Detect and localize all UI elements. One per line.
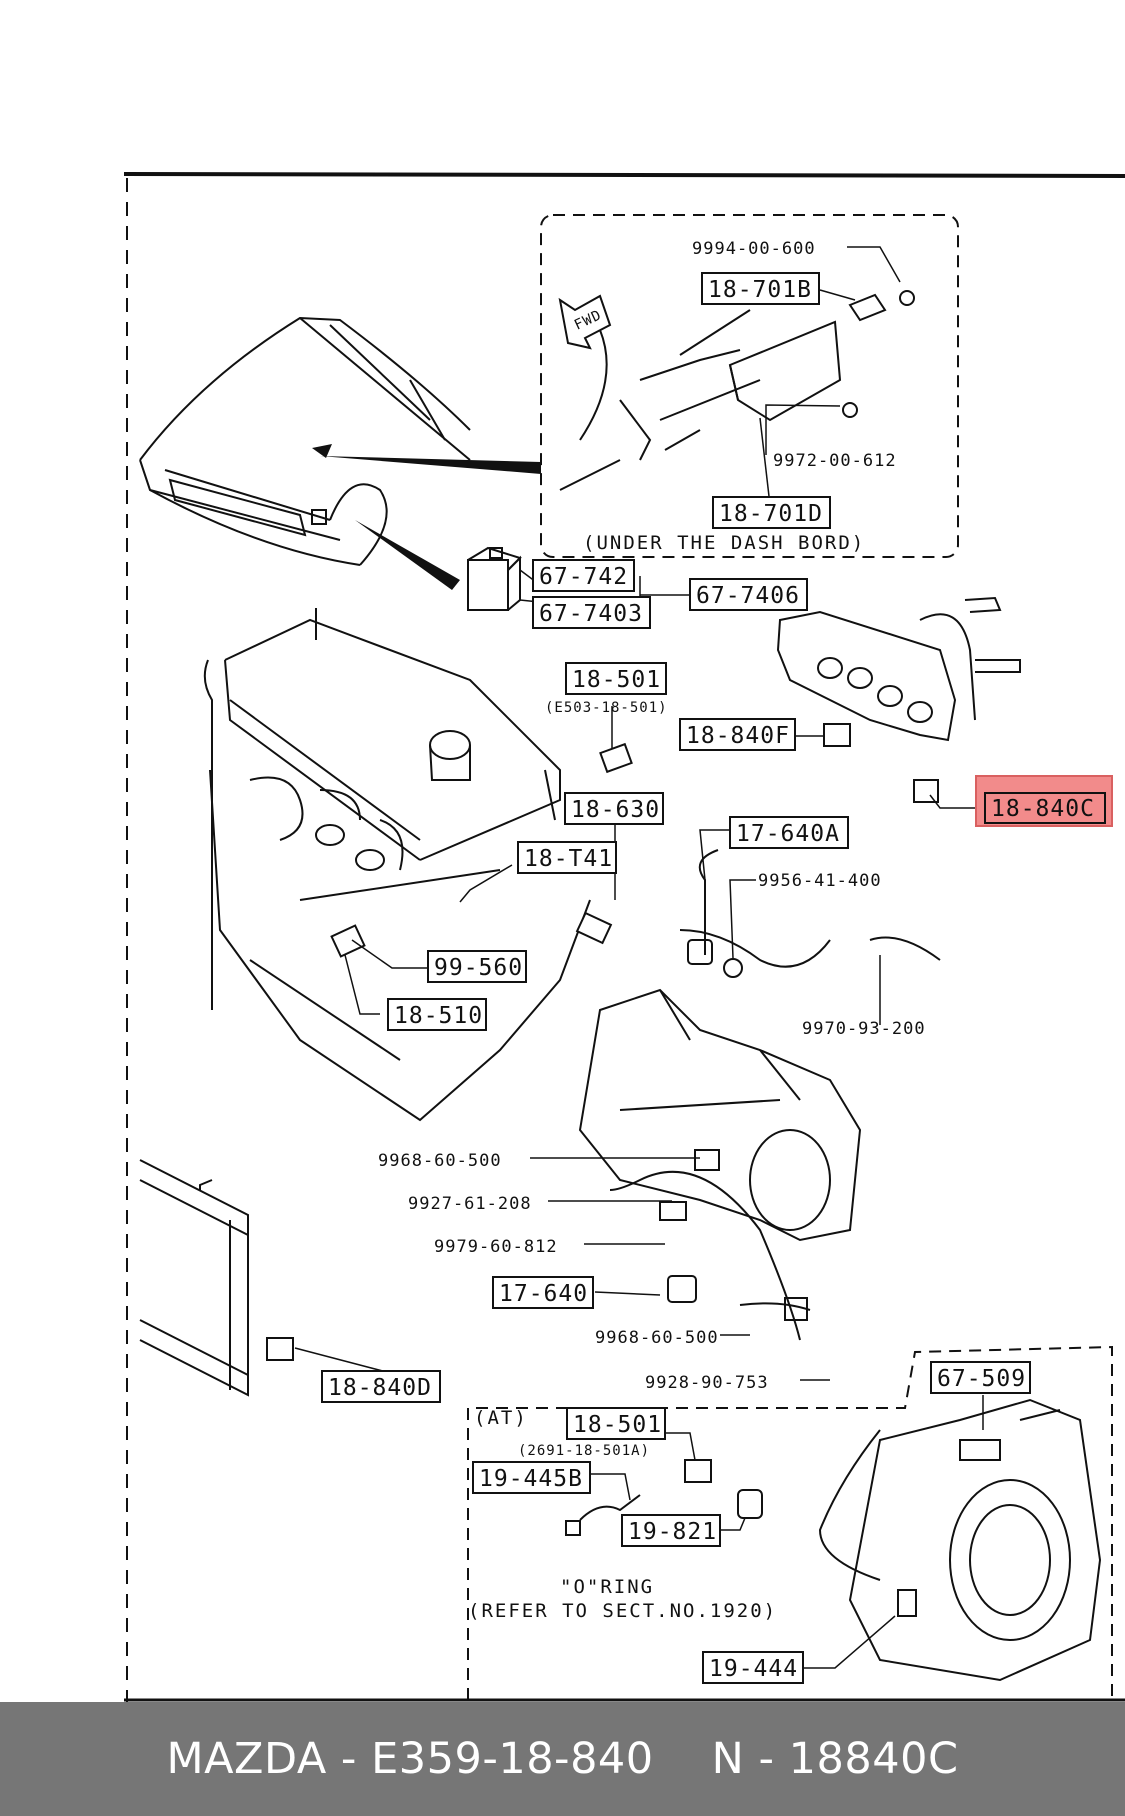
- highlight-18-840C: [975, 775, 1113, 827]
- part-9928-90-753[interactable]: 9928-90-753: [645, 1373, 769, 1393]
- refer-label: (REFER TO SECT.NO.1920): [468, 1600, 777, 1622]
- under-dash-label: (UNDER THE DASH BORD): [583, 532, 865, 554]
- part-19-821[interactable]: 19-821: [628, 1519, 717, 1545]
- part-9979-60-812[interactable]: 9979-60-812: [434, 1237, 558, 1257]
- engine-illustration: [203, 608, 591, 1122]
- oring-label: "O"RING: [560, 1576, 654, 1598]
- part-18-630[interactable]: 18-630: [571, 797, 660, 823]
- control-unit-illustration: [559, 290, 915, 491]
- part-67-742[interactable]: 67-742: [539, 564, 628, 590]
- transmission-illustration: [578, 988, 862, 1242]
- caption-oem-number: MAZDA - E359-18-840: [166, 1734, 654, 1784]
- part-67-7403[interactable]: 67-7403: [539, 601, 643, 627]
- part-18-840F[interactable]: 18-840F: [686, 723, 790, 749]
- part-67-7406[interactable]: 67-7406: [696, 583, 800, 609]
- part-9968-60-500-b[interactable]: 9968-60-500: [595, 1328, 719, 1348]
- radiator-illustration: [139, 1159, 249, 1397]
- part-9956-41-400[interactable]: 9956-41-400: [758, 871, 882, 891]
- manifold-illustration: [776, 596, 1021, 742]
- part-9970-93-200[interactable]: 9970-93-200: [802, 1019, 926, 1039]
- part-18-701B[interactable]: 18-701B: [708, 277, 812, 303]
- part-9972-00-612[interactable]: 9972-00-612: [773, 451, 897, 471]
- part-18-501-at[interactable]: 18-501: [573, 1412, 662, 1438]
- diagram-frame: [123, 172, 1125, 1702]
- at-transmission-illustration: [848, 1398, 1102, 1682]
- fwd-arrow: FWD: [558, 294, 612, 350]
- at-inset: [467, 1345, 1113, 1700]
- part-18-501-alt: (E503-18-501): [545, 700, 668, 716]
- part-18-840D[interactable]: 18-840D: [328, 1375, 432, 1401]
- relay-illustration: [467, 546, 522, 611]
- under-dash-inset: [540, 214, 959, 558]
- part-99-560[interactable]: 99-560: [434, 955, 523, 981]
- part-67-509[interactable]: 67-509: [937, 1366, 1026, 1392]
- at-label: (AT): [474, 1407, 528, 1429]
- sensor-illustrations: [266, 723, 939, 1617]
- part-18-840C[interactable]: 18-840C: [991, 796, 1095, 822]
- part-17-640[interactable]: 17-640: [499, 1281, 588, 1307]
- part-17-640A[interactable]: 17-640A: [736, 821, 840, 847]
- part-9968-60-500-a[interactable]: 9968-60-500: [378, 1151, 502, 1171]
- car-illustration: [139, 316, 471, 566]
- part-9994-00-600[interactable]: 9994-00-600: [692, 239, 816, 259]
- wiring-lines: [579, 849, 941, 1581]
- part-18-501[interactable]: 18-501: [572, 667, 661, 693]
- part-18-501-at-alt: (2691-18-501A): [518, 1443, 650, 1459]
- part-labels: 9994-00-600 18-701B 9972-00-612 18-701D …: [321, 239, 1113, 1684]
- part-19-445B[interactable]: 19-445B: [479, 1466, 583, 1492]
- part-18-T41[interactable]: 18-T41: [524, 846, 613, 872]
- part-18-510[interactable]: 18-510: [394, 1003, 483, 1029]
- part-9927-61-208[interactable]: 9927-61-208: [408, 1194, 532, 1214]
- caption-part-number: N - 18840C: [711, 1734, 959, 1784]
- part-18-701D[interactable]: 18-701D: [719, 501, 823, 527]
- pointer-wedges: [312, 444, 541, 590]
- part-19-444[interactable]: 19-444: [709, 1656, 798, 1682]
- caption-bar: MAZDA - E359-18-840 N - 18840C: [0, 1702, 1125, 1816]
